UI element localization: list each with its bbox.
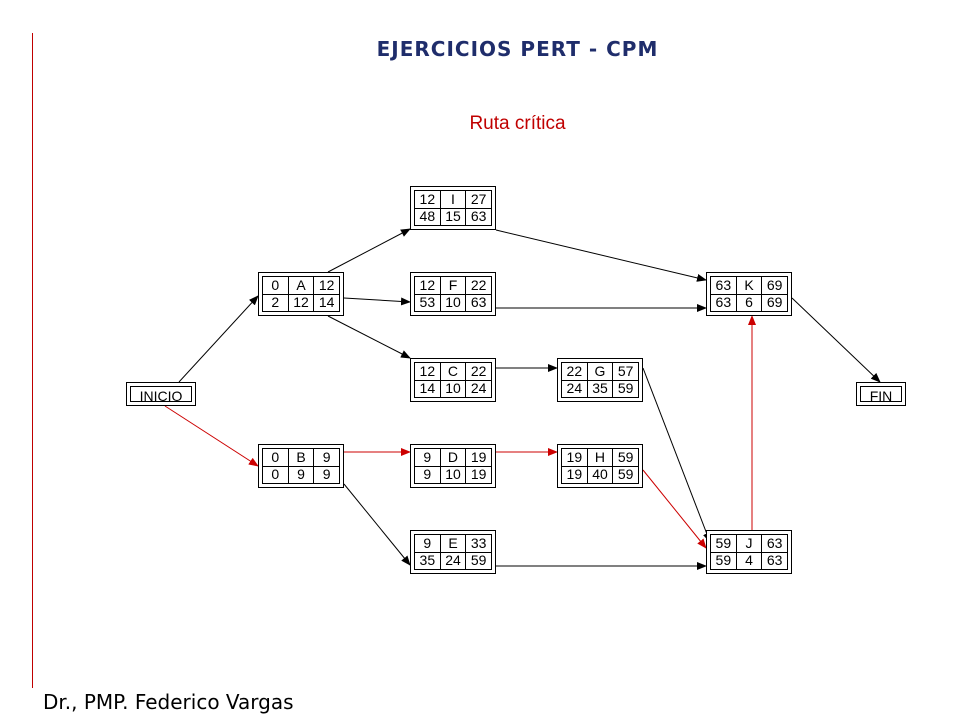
node-j-ef: 63 [761, 534, 788, 553]
node-e-name: E [439, 534, 467, 553]
node-inicio-label: INICIO [130, 386, 192, 404]
footer-author: Dr., PMP. Federico Vargas [43, 690, 294, 714]
edge-inicio-a [178, 295, 259, 383]
node-d-dur: 10 [439, 465, 467, 484]
node-h-es: 19 [561, 448, 588, 467]
node-k-ef: 69 [761, 276, 788, 295]
node-i-ef: 27 [465, 190, 492, 209]
node-a-dur: 12 [287, 293, 315, 312]
node-j-name: J [735, 534, 763, 553]
node-b-dur: 9 [287, 465, 315, 484]
node-g-ef: 57 [612, 362, 639, 381]
node-j-es: 59 [710, 534, 737, 553]
node-d-ef: 19 [465, 448, 492, 467]
node-j-dur: 4 [735, 551, 763, 570]
edge-h-j-critical [642, 469, 707, 549]
node-d-name: D [439, 448, 467, 467]
node-f-name: F [439, 276, 467, 295]
edge-inicio-b-critical [164, 405, 259, 467]
node-k-lf: 69 [761, 293, 788, 312]
node-i-dur: 15 [439, 207, 467, 226]
node-g-lf: 59 [612, 379, 639, 398]
edge-b-e [343, 483, 411, 566]
node-h-lf: 59 [612, 465, 639, 484]
node-inicio: INICIO [126, 382, 196, 406]
node-d-ls: 9 [414, 465, 441, 484]
node-e-lf: 59 [465, 551, 492, 570]
node-fin-label: FIN [860, 386, 902, 404]
node-f-dur: 10 [439, 293, 467, 312]
node-e-es: 9 [414, 534, 441, 553]
node-a-ef: 12 [313, 276, 340, 295]
node-b-es: 0 [262, 448, 289, 467]
node-j-lf: 63 [761, 551, 788, 570]
node-i-es: 12 [414, 190, 441, 209]
node-i-name: I [439, 190, 467, 209]
node-h-ef: 59 [612, 448, 639, 467]
node-j-ls: 59 [710, 551, 737, 570]
node-b-ls: 0 [262, 465, 289, 484]
node-e-ef: 33 [465, 534, 492, 553]
node-a-name: A [287, 276, 315, 295]
node-c-ls: 14 [414, 379, 441, 398]
node-b-name: B [287, 448, 315, 467]
node-h-name: H [586, 448, 614, 467]
node-f-ls: 53 [414, 293, 441, 312]
node-e-dur: 24 [439, 551, 467, 570]
left-accent-line [32, 33, 33, 688]
node-i-lf: 63 [465, 207, 492, 226]
diagram-subtitle: Ruta crítica [469, 113, 566, 134]
node-c-lf: 24 [465, 379, 492, 398]
node-f-lf: 63 [465, 293, 492, 312]
node-a-lf: 14 [313, 293, 340, 312]
node-i-ls: 48 [414, 207, 441, 226]
node-g-name: G [586, 362, 614, 381]
node-c-name: C [439, 362, 467, 381]
edge-a-i [327, 228, 411, 273]
edge-g-j [642, 367, 711, 543]
edge-k-fin [791, 297, 881, 383]
node-g-dur: 35 [586, 379, 614, 398]
node-k-dur: 6 [735, 293, 763, 312]
node-f-ef: 22 [465, 276, 492, 295]
node-k-es: 63 [710, 276, 737, 295]
edge-a-c [327, 315, 411, 359]
node-e-ls: 35 [414, 551, 441, 570]
node-fin: FIN [856, 382, 906, 406]
node-k-name: K [735, 276, 763, 295]
node-b-lf: 9 [313, 465, 340, 484]
node-k-ls: 63 [710, 293, 737, 312]
node-c-dur: 10 [439, 379, 467, 398]
node-d-lf: 19 [465, 465, 492, 484]
node-b-ef: 9 [313, 448, 340, 467]
node-c-es: 12 [414, 362, 441, 381]
node-h-ls: 19 [561, 465, 588, 484]
node-f-es: 12 [414, 276, 441, 295]
node-h-dur: 40 [586, 465, 614, 484]
page-title: EJERCICIOS PERT - CPM [376, 37, 659, 61]
node-a-ls: 2 [262, 293, 289, 312]
edge-i-k [495, 229, 707, 282]
node-c-ef: 22 [465, 362, 492, 381]
edge-a-f [343, 297, 411, 306]
node-g-ls: 24 [561, 379, 588, 398]
node-a-es: 0 [262, 276, 289, 295]
node-d-es: 9 [414, 448, 441, 467]
node-g-es: 22 [561, 362, 588, 381]
